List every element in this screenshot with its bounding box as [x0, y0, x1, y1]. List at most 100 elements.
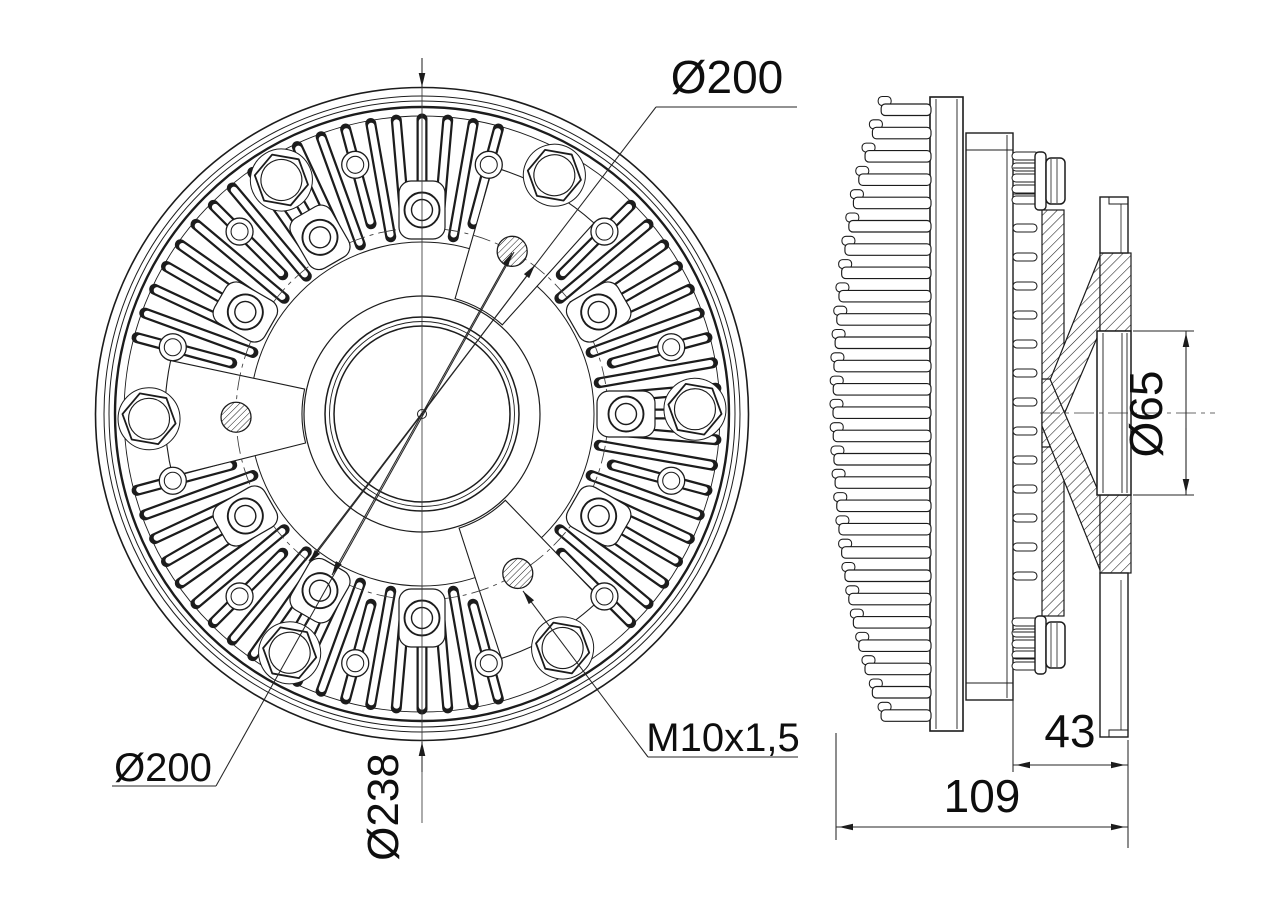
hex-head-chamfer [127, 397, 171, 440]
threaded-hole [496, 235, 528, 267]
flange-notch-bottom [1108, 729, 1128, 737]
fin-profile [844, 243, 932, 256]
fin-profile [836, 499, 932, 513]
hex-head [262, 626, 318, 680]
bolt-head [234, 300, 257, 324]
housing-screws [158, 150, 686, 678]
screw-head [230, 587, 249, 606]
dimension-thread-callout: M10x1,5 [522, 590, 800, 760]
fin-profile [852, 616, 932, 629]
screw-head [479, 654, 498, 673]
arrow-lower [331, 413, 423, 576]
spring-bolt-mount [212, 281, 279, 343]
bolt-head [308, 579, 332, 602]
flange-notch-top [1108, 197, 1128, 205]
bearing-coil-stacks [1011, 151, 1040, 671]
arrow-upper [421, 264, 536, 415]
housing-screw [158, 333, 187, 362]
cooling-fin-face [558, 528, 650, 606]
hex-bolts [117, 143, 727, 685]
side-view [829, 95, 1215, 738]
fin-profile [880, 709, 932, 722]
hex-head-chamfer [673, 388, 717, 431]
bolt-head [308, 226, 332, 249]
spring-bolt-mount [596, 390, 656, 438]
spring-bolt-mount [289, 204, 351, 271]
coil-stud [1012, 223, 1038, 233]
hex-head-top [1045, 157, 1066, 205]
fin-profile [858, 639, 932, 652]
housing-screw [474, 150, 503, 179]
hex-head-chamfer [268, 631, 311, 674]
flange-washer-top [1034, 151, 1047, 211]
cooling-fin-face [230, 186, 308, 278]
coil-stud [1012, 310, 1038, 320]
cooling-fin-face [143, 310, 254, 355]
cooling-fin-face [450, 122, 477, 238]
screw-head [595, 587, 614, 606]
housing-screw [341, 649, 370, 678]
housing-screw [590, 582, 619, 611]
arrow-upper [421, 252, 513, 415]
fin-profile [864, 662, 932, 676]
fin-profile [858, 173, 932, 186]
coil-stud [1012, 252, 1038, 262]
housing-screw [657, 466, 686, 495]
dimension-hub-pilot: Ø65 [1120, 330, 1194, 496]
hex-head [121, 392, 177, 446]
dimension-front-outer-diameter: Ø238 [359, 58, 426, 861]
housing-screw [474, 649, 503, 678]
cooling-fin-face [598, 442, 714, 469]
dimension-hub-depth: 43 [1012, 688, 1128, 772]
hex-bolt [258, 621, 322, 685]
fin-profile [836, 313, 932, 326]
bolt-head [234, 504, 257, 528]
screw-head [346, 155, 365, 174]
side-cooling-fins [829, 95, 932, 722]
fin-profile [834, 476, 932, 489]
fin-profile [841, 546, 932, 559]
fin-profile [864, 150, 932, 163]
spring-bolt-mount [565, 485, 632, 547]
hex-head-bottom [1045, 621, 1066, 669]
dimension-overall-depth: 109 [835, 733, 1129, 848]
spring-bolt-mounts [212, 180, 656, 648]
dim-label-hub-depth: 43 [1044, 705, 1095, 757]
bolt-head [587, 300, 610, 324]
hex-head-chamfer [260, 158, 303, 202]
dimension-bolt-circle-bottom: Ø200 [112, 251, 515, 790]
fin-profile [844, 569, 932, 583]
threaded-hole [220, 401, 252, 433]
housing-screw [225, 217, 254, 246]
flange-ring-bottom [1099, 572, 1129, 738]
fin-profile [841, 266, 932, 280]
screw-head [662, 338, 681, 357]
fin-profile [848, 219, 932, 233]
cooling-fin-face [598, 359, 714, 386]
bolt-head [587, 504, 610, 528]
stud-row [1012, 223, 1038, 581]
spring-bolt-mount [212, 485, 279, 547]
dim-label-bolt-circle-top: Ø200 [671, 51, 784, 103]
fin-profile [852, 196, 932, 210]
coil-stud [1012, 397, 1038, 407]
fin-profile [871, 685, 932, 699]
screw-head [163, 471, 182, 490]
fin-profile [832, 429, 932, 443]
screw-head [662, 471, 681, 490]
screw-head [230, 222, 249, 241]
dim-label-thread: M10x1,5 [646, 716, 799, 760]
hex-head-chamfer [533, 154, 576, 197]
coil-stud [1012, 281, 1038, 291]
cooling-fin-face [318, 582, 363, 693]
fin-profile [834, 336, 932, 350]
coil-stud [1012, 571, 1038, 581]
dim-label-bolt-circle-bottom: Ø200 [114, 746, 212, 790]
cooling-fin-face [143, 473, 254, 518]
housing-screw [590, 217, 619, 246]
bolt-head [614, 402, 638, 426]
coil-stud [1012, 339, 1038, 349]
spring-bolt-mount [565, 281, 632, 343]
